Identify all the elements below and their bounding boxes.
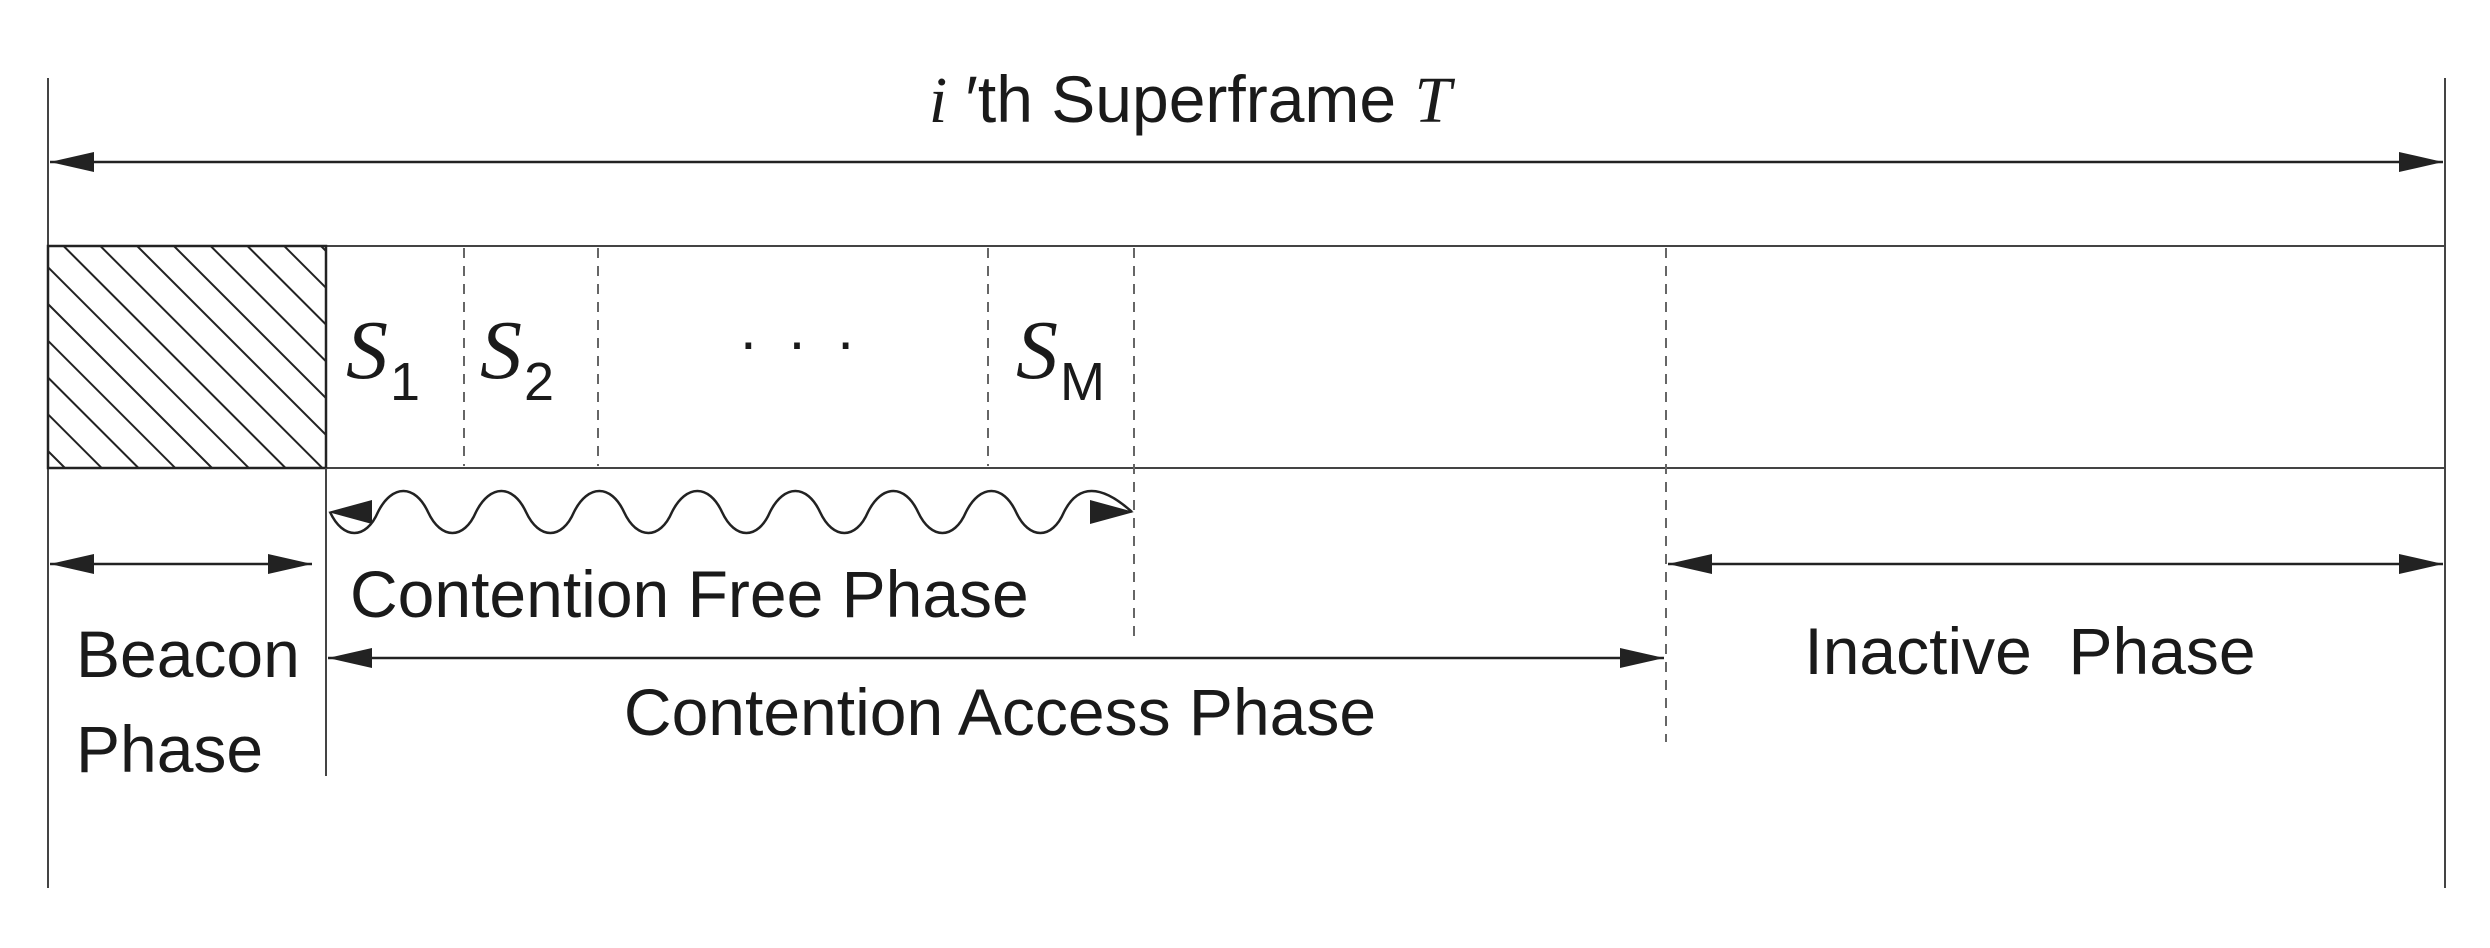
contention-access-label: Contention Access Phase xyxy=(624,675,1376,749)
beacon-label-line2: Phase xyxy=(76,712,263,786)
superframe-title: i ′th Superframe T xyxy=(929,62,1456,137)
beacon-block xyxy=(46,244,328,470)
slot-sm-letter: S xyxy=(1016,304,1058,397)
beacon-label-line1: Beacon xyxy=(76,617,300,691)
slot-s2: S2 xyxy=(480,304,554,412)
slot-sm-subscript: M xyxy=(1060,352,1105,412)
slot-s2-subscript: 2 xyxy=(524,352,554,412)
contention-free-label: Contention Free Phase xyxy=(350,557,1029,631)
slot-ellipsis: · · · xyxy=(738,308,861,375)
contention-free-arrowhead-left xyxy=(328,500,372,524)
superframe-period: T xyxy=(1414,64,1455,137)
contention-free-wavy-arrow xyxy=(328,489,1133,535)
slot-s2-letter: S xyxy=(480,304,522,397)
slot-s1-letter: S xyxy=(346,304,388,397)
slot-sm: SM xyxy=(1016,304,1105,412)
slot-s1: S1 xyxy=(346,304,420,412)
superframe-suffix: ′th Superframe xyxy=(947,62,1414,136)
superframe-index: i xyxy=(929,64,947,137)
slot-s1-subscript: 1 xyxy=(390,352,420,412)
inactive-label: Inactive Phase xyxy=(1804,614,2255,688)
contention-free-arrowhead-right xyxy=(1090,500,1134,524)
